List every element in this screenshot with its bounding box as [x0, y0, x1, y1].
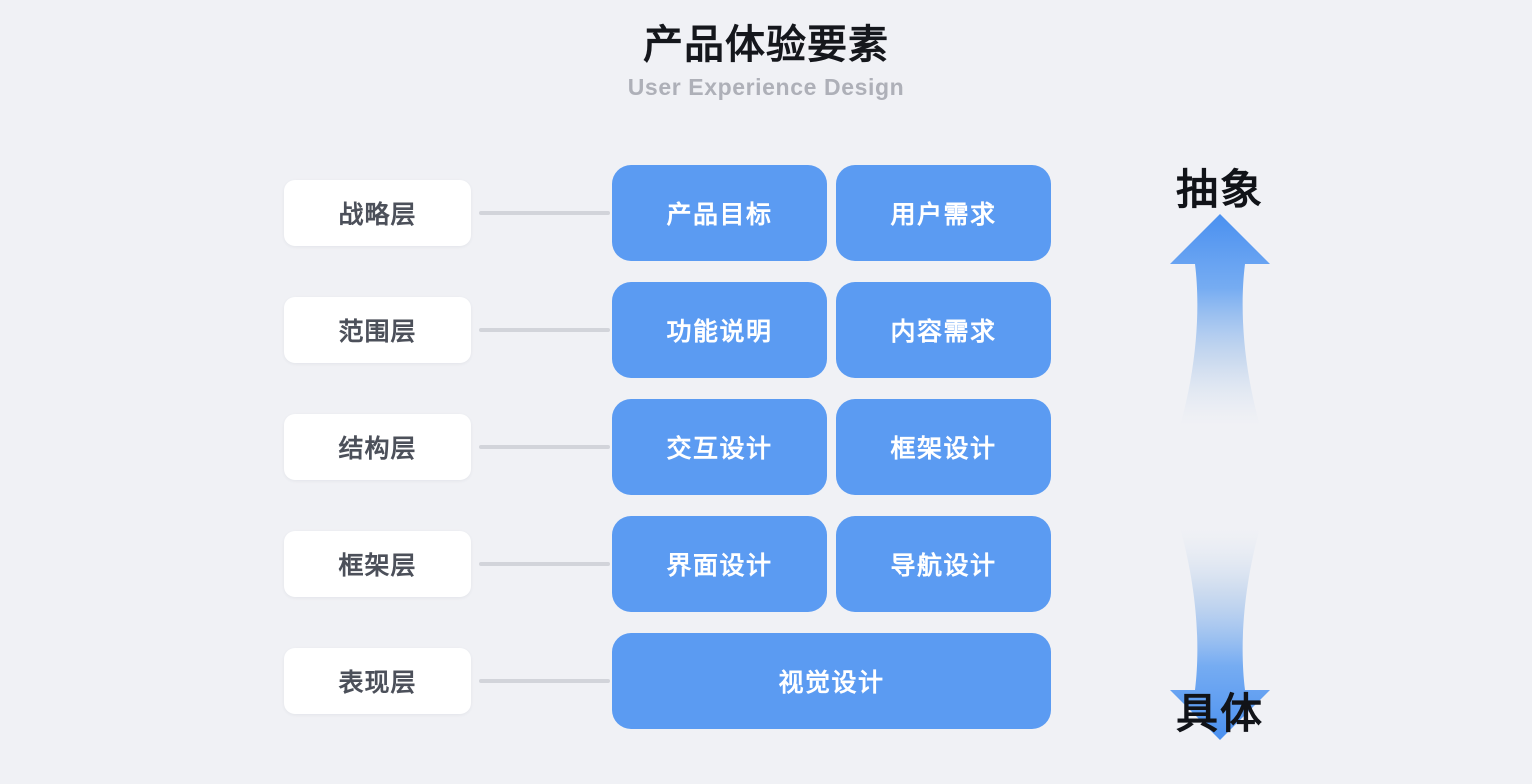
element-card-label: 框架设计 — [890, 435, 997, 463]
element-card-information-architecture[interactable]: 框架设计 — [836, 399, 1051, 495]
axis-label-concrete: 具体 — [1175, 690, 1264, 737]
element-card-label: 用户需求 — [890, 201, 997, 229]
element-card-navigation-design[interactable]: 导航设计 — [836, 516, 1051, 612]
layer-row: 框架层 界面设计 导航设计 — [0, 516, 1532, 612]
page-title: 产品体验要素 — [643, 23, 889, 67]
arrow-up-icon — [1170, 214, 1270, 426]
axis-label-abstract: 抽象 — [1175, 166, 1264, 213]
page-header: 产品体验要素 User Experience Design — [0, 22, 1532, 101]
element-card-label: 导航设计 — [890, 552, 997, 580]
layer-label-card-structure[interactable]: 结构层 — [284, 414, 471, 480]
element-card-interface-design[interactable]: 界面设计 — [612, 516, 827, 612]
layer-row: 结构层 交互设计 框架设计 — [0, 399, 1532, 495]
layer-row: 表现层 视觉设计 — [0, 633, 1532, 729]
element-card-label: 产品目标 — [666, 201, 773, 229]
element-card-label: 功能说明 — [666, 318, 773, 346]
layer-label-text: 范围层 — [338, 318, 417, 346]
element-card-content-requirements[interactable]: 内容需求 — [836, 282, 1051, 378]
element-card-label: 交互设计 — [666, 435, 773, 463]
element-card-label: 界面设计 — [666, 552, 773, 580]
layer-label-text: 结构层 — [338, 435, 417, 463]
layer-label-card-skeleton[interactable]: 框架层 — [284, 531, 471, 597]
layer-row: 战略层 产品目标 用户需求 — [0, 165, 1532, 261]
layer-label-card-strategy[interactable]: 战略层 — [284, 180, 471, 246]
layer-label-text: 战略层 — [338, 201, 417, 229]
layer-row: 范围层 功能说明 内容需求 — [0, 282, 1532, 378]
element-card-label: 内容需求 — [890, 318, 997, 346]
layer-label-card-scope[interactable]: 范围层 — [284, 297, 471, 363]
element-card-product-goal[interactable]: 产品目标 — [612, 165, 827, 261]
abstraction-axis: 抽象 具体 — [1140, 150, 1300, 750]
layer-label-text: 表现层 — [338, 669, 417, 697]
element-card-visual-design[interactable]: 视觉设计 — [612, 633, 1051, 729]
element-card-functional-spec[interactable]: 功能说明 — [612, 282, 827, 378]
element-card-user-needs[interactable]: 用户需求 — [836, 165, 1051, 261]
layer-connector-line — [479, 679, 610, 683]
arrow-down-icon — [1170, 528, 1270, 740]
layer-connector-line — [479, 328, 610, 332]
layer-connector-line — [479, 562, 610, 566]
layer-connector-line — [479, 445, 610, 449]
layer-label-card-surface[interactable]: 表现层 — [284, 648, 471, 714]
element-card-label: 视觉设计 — [778, 669, 885, 697]
layer-connector-line — [479, 211, 610, 215]
page-subtitle: User Experience Design — [627, 74, 905, 100]
element-card-interaction-design[interactable]: 交互设计 — [612, 399, 827, 495]
layer-label-text: 框架层 — [338, 552, 417, 580]
